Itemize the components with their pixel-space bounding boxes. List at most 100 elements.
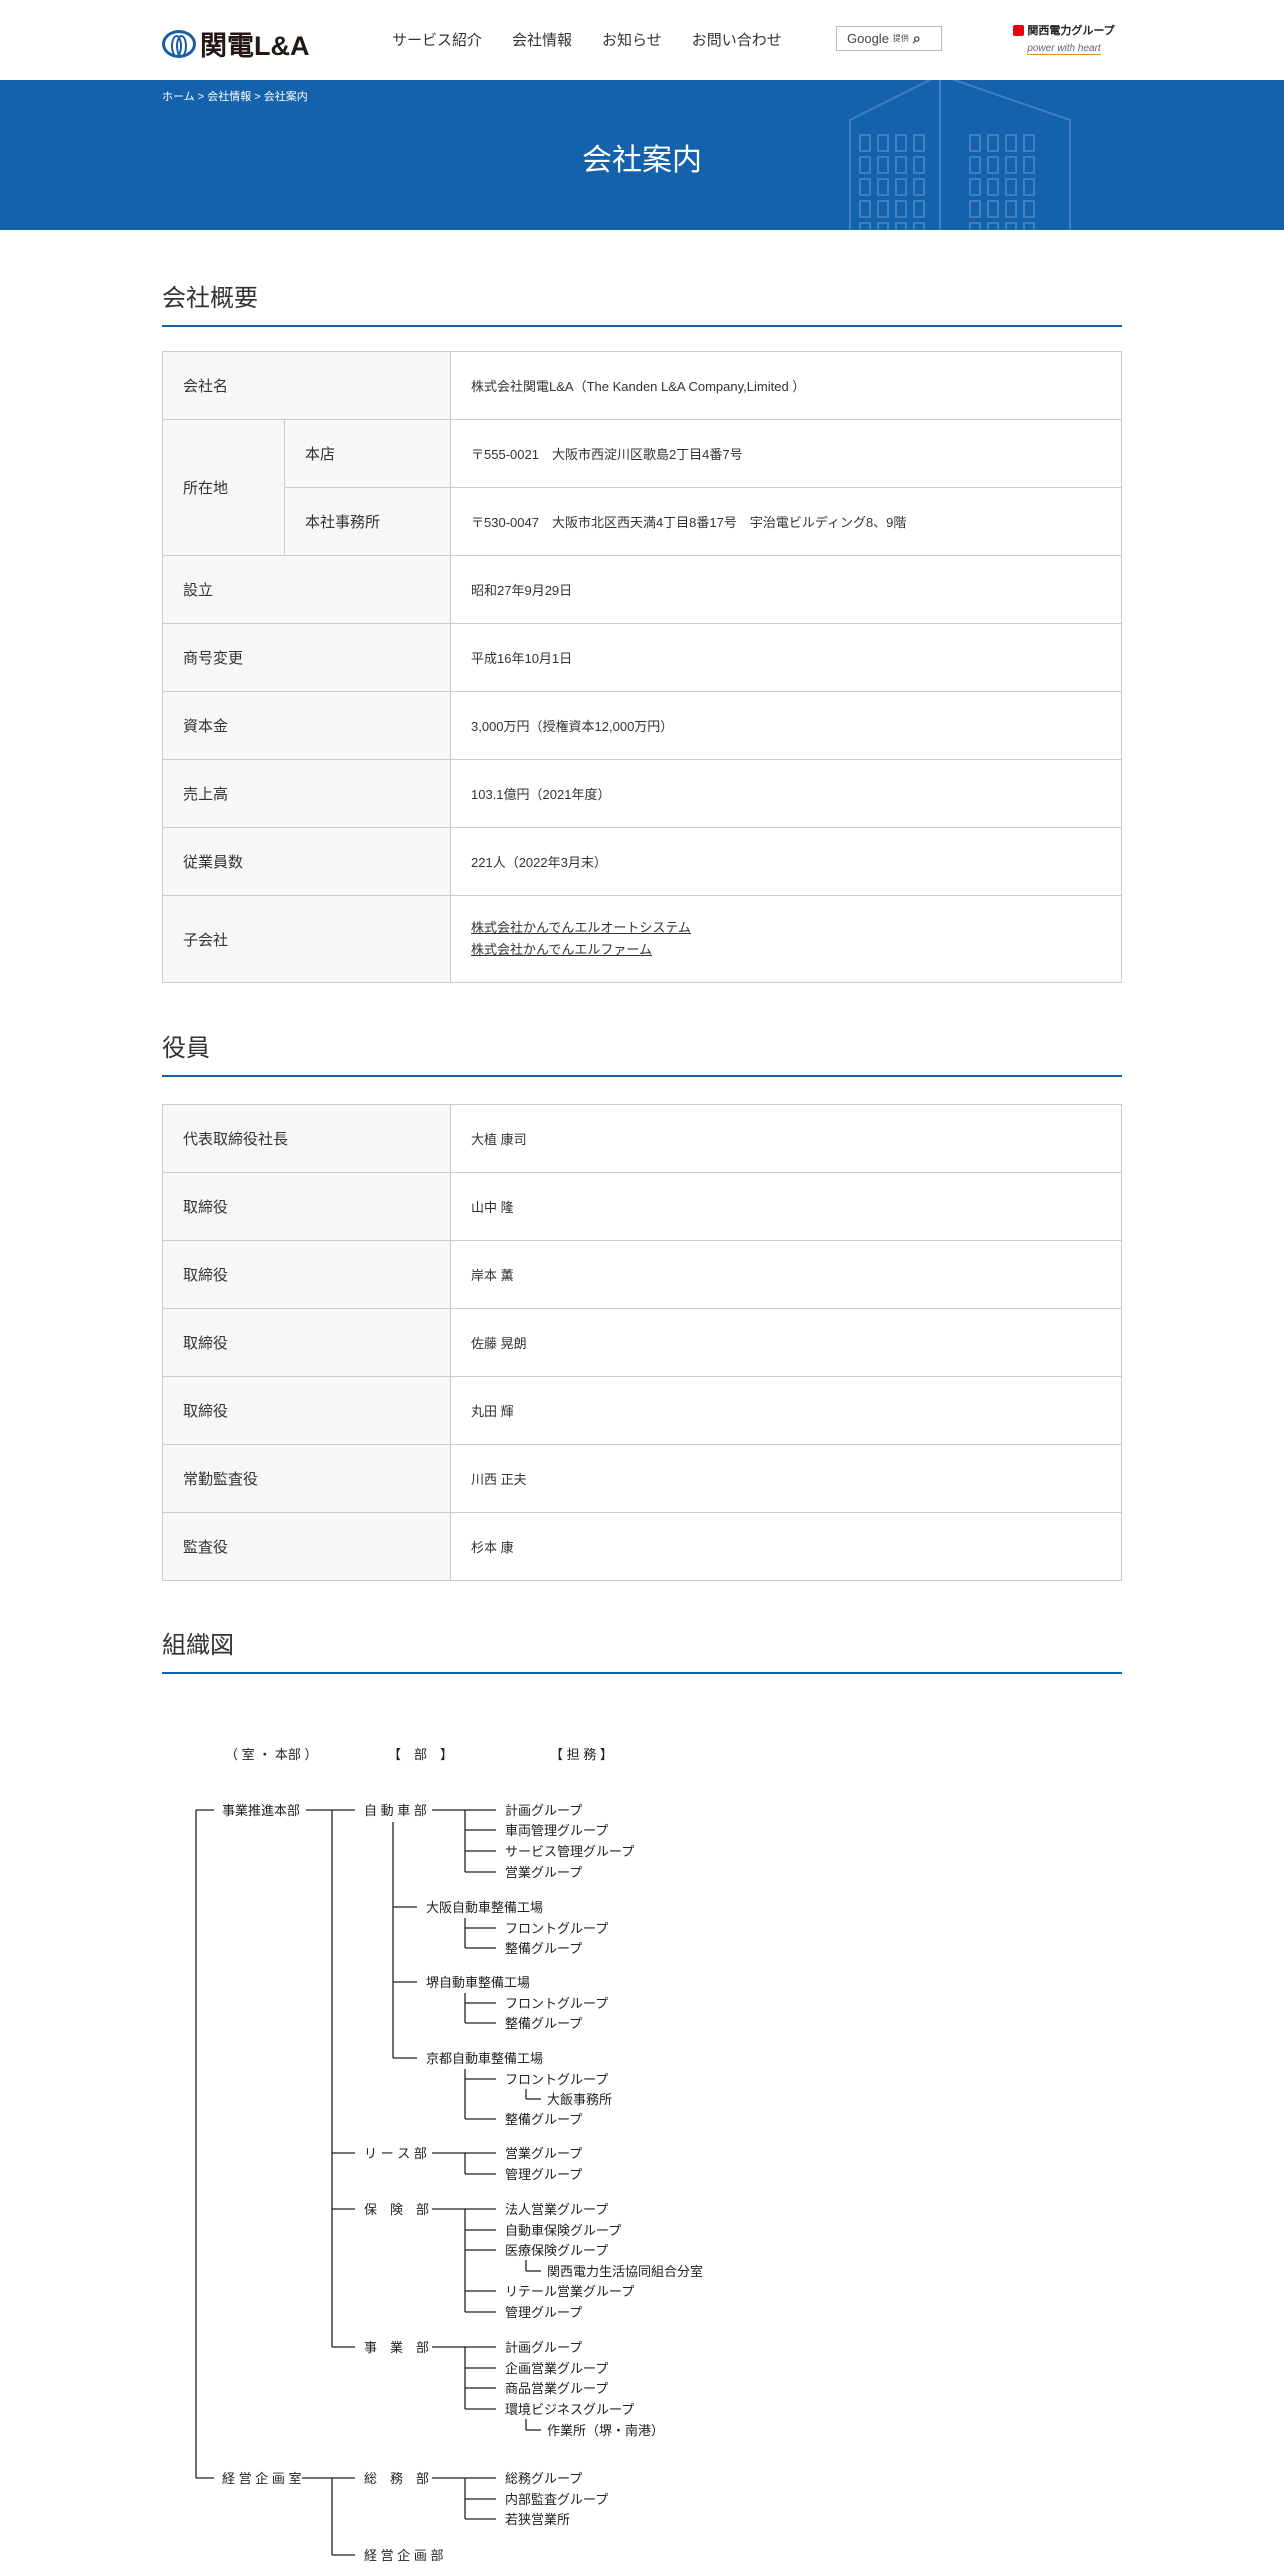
- section-title-org-chart: 組織図: [162, 1625, 1122, 1674]
- row-value: 221人（2022年3月末）: [450, 827, 1122, 896]
- org-node: フロントグループ: [505, 1921, 608, 1936]
- breadcrumb-sep: >: [197, 91, 205, 103]
- row-value: 昭和27年9月29日: [450, 555, 1122, 624]
- officer-name: 川西 正夫: [450, 1444, 1122, 1513]
- row-label: 会社名: [162, 351, 451, 420]
- org-node: 事 業 部: [364, 2340, 429, 2355]
- org-node: フロントグループ: [505, 1996, 608, 2011]
- org-node: フロントグループ: [505, 2072, 608, 2087]
- building-icon: [849, 80, 1071, 230]
- officer-role: 取締役: [162, 1240, 451, 1309]
- search-provider-label: 提供: [892, 34, 909, 43]
- org-node: 関西電力生活協同組合分室: [547, 2264, 703, 2279]
- org-node: 経 営 企 画 部: [364, 2548, 443, 2563]
- breadcrumb-home[interactable]: ホーム: [162, 91, 195, 103]
- org-node: 計画グループ: [505, 2340, 582, 2355]
- group-logo[interactable]: 関西電力グループ power with heart: [1005, 22, 1123, 56]
- org-node: 営業グループ: [505, 2146, 582, 2161]
- org-node: 作業所（堺・南港）: [547, 2423, 664, 2438]
- row-label: 売上高: [162, 759, 451, 828]
- org-lines: [195, 1809, 541, 2556]
- org-node: 車両管理グループ: [505, 1823, 608, 1838]
- org-node: 若狭営業所: [505, 2512, 570, 2527]
- global-nav: サービス紹介 会社情報 お知らせ お問い合わせ: [392, 29, 782, 50]
- org-node: リテール営業グループ: [505, 2284, 634, 2299]
- site-logo[interactable]: 関電L&A: [162, 24, 310, 63]
- logo-mark-icon: [162, 29, 196, 58]
- subsidiary-link[interactable]: 株式会社かんでんエルオートシステム: [471, 920, 691, 935]
- breadcrumb-company[interactable]: 会社情報: [207, 91, 252, 103]
- org-node: 大阪自動車整備工場: [426, 1900, 543, 1915]
- breadcrumb-sep: >: [254, 91, 261, 103]
- table-row: 会社名株式会社関電L&A（The Kanden L&A Company,Limi…: [162, 351, 1122, 420]
- org-node: 経 営 企 画 室: [222, 2471, 301, 2486]
- section-title-officers: 役員: [162, 1028, 1122, 1077]
- org-header-division: （ 室 ・ 本部 ）: [225, 1747, 317, 1762]
- officers-table: 代表取締役社長大植 康司 取締役山中 隆 取締役岸本 薫 取締役佐藤 晃朗 取締…: [162, 1104, 1122, 1581]
- table-row: 取締役山中 隆: [162, 1172, 1122, 1241]
- row-sublabel: 本社事務所: [284, 487, 451, 556]
- table-row: 本社事務所〒530-0047 大阪市北区西天満4丁目8番17号 宇治電ビルディン…: [163, 487, 1122, 556]
- page-title: 会社案内: [582, 144, 702, 177]
- table-row: 取締役佐藤 晃朗: [162, 1308, 1122, 1377]
- org-node: 内部監査グループ: [505, 2492, 608, 2507]
- breadcrumb: ホーム > 会社情報 > 会社案内: [162, 88, 308, 104]
- row-label: 資本金: [162, 691, 451, 760]
- org-node: サービス管理グループ: [505, 1844, 634, 1859]
- group-name: 関西電力グループ: [1027, 25, 1115, 37]
- officer-role: 取締役: [162, 1376, 451, 1445]
- org-node: 保 険 部: [364, 2202, 429, 2217]
- page-hero: ホーム > 会社情報 > 会社案内 会社案内: [0, 80, 1284, 230]
- officer-name: 大植 康司: [450, 1104, 1122, 1173]
- table-row: 代表取締役社長大植 康司: [162, 1104, 1122, 1173]
- row-value: 株式会社関電L&A（The Kanden L&A Company,Limited…: [450, 351, 1122, 420]
- search-icon[interactable]: ⌕: [912, 30, 921, 46]
- section-title-overview: 会社概要: [162, 278, 1122, 327]
- nav-services[interactable]: サービス紹介: [392, 32, 483, 49]
- officer-name: 佐藤 晃朗: [450, 1308, 1122, 1377]
- company-overview-table: 会社名株式会社関電L&A（The Kanden L&A Company,Limi…: [162, 351, 1122, 983]
- org-node: 計画グループ: [505, 1803, 582, 1818]
- row-value: 平成16年10月1日: [450, 623, 1122, 692]
- officer-name: 杉本 康: [450, 1512, 1122, 1581]
- table-row: 所在地本店〒555-0021 大阪市西淀川区歌島2丁目4番7号: [162, 419, 1122, 556]
- officer-name: 山中 隆: [450, 1172, 1122, 1241]
- org-node: 商品営業グループ: [505, 2381, 608, 2396]
- nav-contact[interactable]: お問い合わせ: [691, 32, 782, 49]
- org-node: 整備グループ: [505, 1941, 582, 1956]
- row-sublabel: 本店: [284, 419, 451, 488]
- nav-company[interactable]: 会社情報: [512, 32, 573, 49]
- breadcrumb-current: 会社案内: [263, 91, 308, 103]
- org-node: 大飯事務所: [547, 2092, 612, 2107]
- subsidiary-link[interactable]: 株式会社かんでんエルファーム: [471, 942, 652, 957]
- table-row: 監査役杉本 康: [162, 1512, 1122, 1581]
- org-node: 管理グループ: [505, 2305, 582, 2320]
- officer-role: 監査役: [162, 1512, 451, 1581]
- logo-text: 関電L&A: [200, 31, 310, 61]
- org-node: リ ー ス 部: [364, 2146, 427, 2161]
- table-row: 取締役岸本 薫: [162, 1240, 1122, 1309]
- table-row: 取締役丸田 輝: [162, 1376, 1122, 1445]
- officer-role: 代表取締役社長: [162, 1104, 451, 1173]
- org-node: 管理グループ: [505, 2167, 582, 2182]
- row-label: 商号変更: [162, 623, 451, 692]
- officer-role: 取締役: [162, 1308, 451, 1377]
- nav-news[interactable]: お知らせ: [602, 32, 662, 49]
- org-node: 京都自動車整備工場: [426, 2051, 543, 2066]
- org-node: 総 務 部: [364, 2471, 429, 2486]
- org-node: 整備グループ: [505, 2112, 582, 2127]
- org-node: 営業グループ: [505, 1865, 582, 1880]
- group-tagline: power with heart: [1027, 43, 1101, 55]
- officer-name: 岸本 薫: [450, 1240, 1122, 1309]
- org-chart: （ 室 ・ 本部 ） 【 部 】 【 担 務 】 事業推進本部自 動 車 部計画…: [195, 1747, 703, 2563]
- org-node: 総務グループ: [505, 2471, 582, 2486]
- org-node: 堺自動車整備工場: [426, 1975, 530, 1990]
- row-label: 従業員数: [162, 827, 451, 896]
- search-brand: Google: [847, 31, 889, 46]
- org-header-department: 【 部 】: [388, 1747, 453, 1762]
- row-label: 子会社: [162, 895, 451, 983]
- officer-role: 常勤監査役: [162, 1444, 451, 1513]
